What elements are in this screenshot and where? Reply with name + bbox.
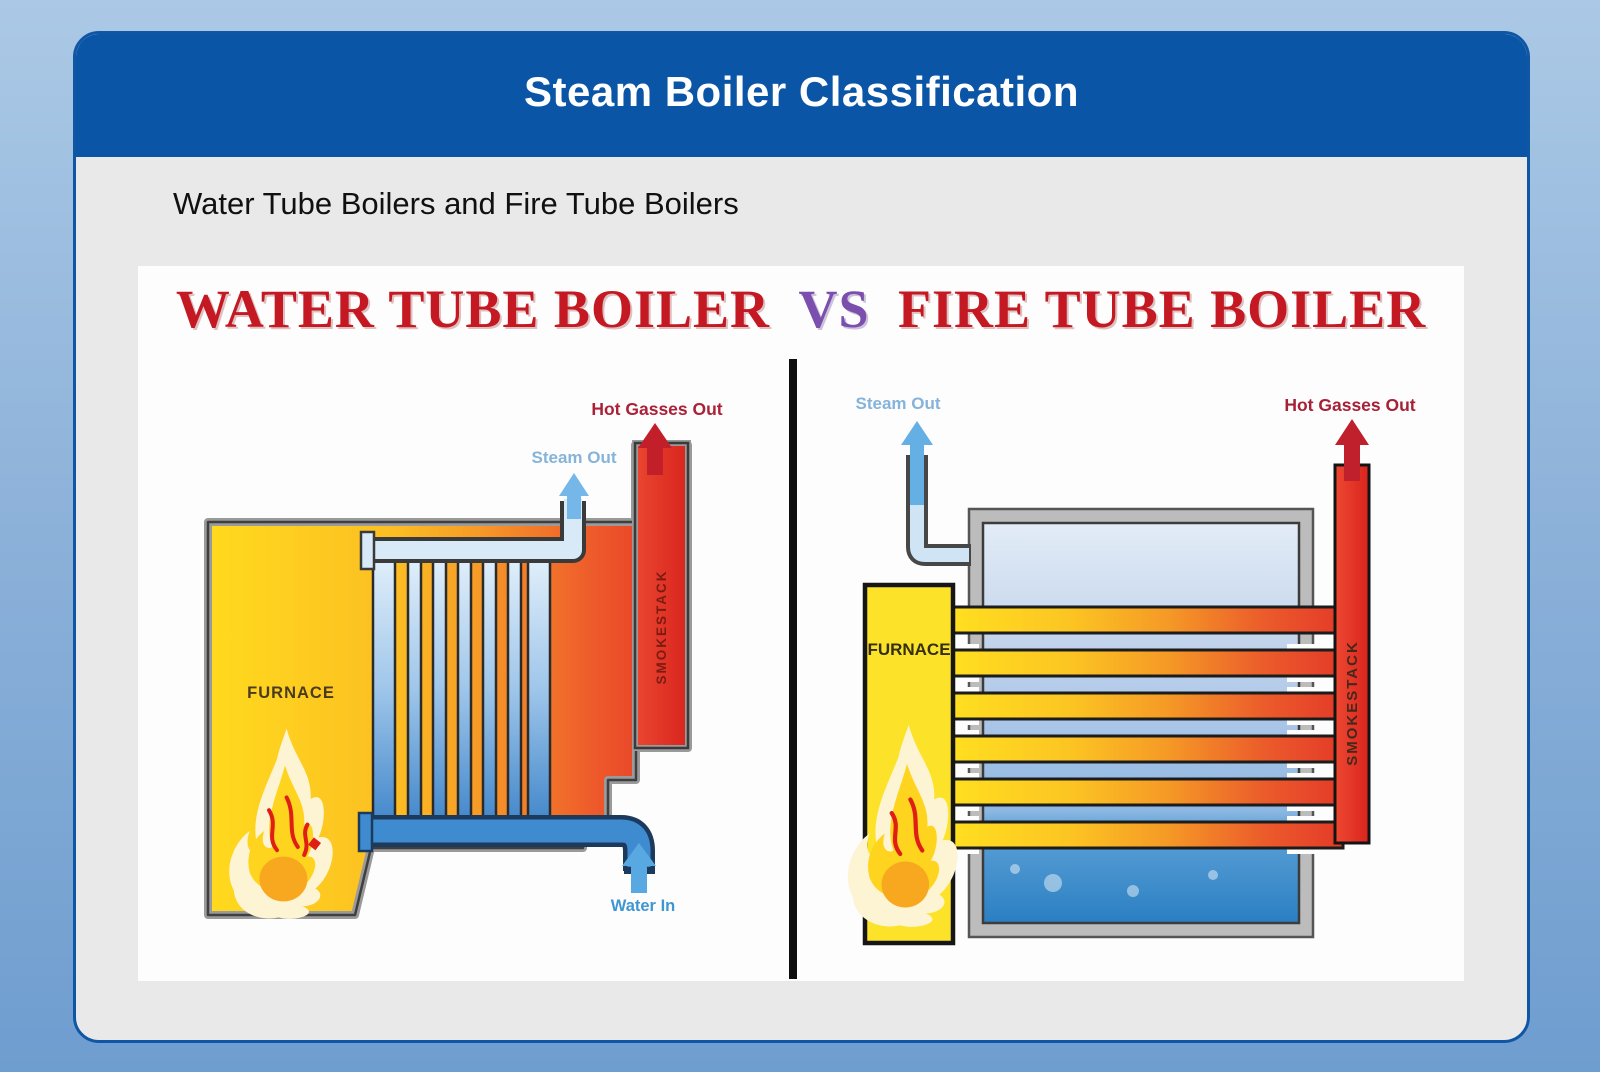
steam-out-label: Steam Out bbox=[855, 394, 940, 413]
water-tube-boiler-diagram: SMOKESTACK bbox=[204, 399, 723, 981]
smokestack-right: SMOKESTACK bbox=[1333, 463, 1371, 845]
smokestack-label: SMOKESTACK bbox=[654, 569, 669, 684]
hot-gasses-out-label: Hot Gasses Out bbox=[591, 399, 722, 419]
fire-tube-boiler-diagram: SMOKESTACK FURNACE Steam Out Hot Gass bbox=[783, 394, 1416, 946]
steam-outlet-pipe bbox=[906, 455, 971, 566]
subtitle: Water Tube Boilers and Fire Tube Boilers bbox=[173, 186, 739, 221]
steam-arrow-icon bbox=[559, 473, 589, 519]
slide-header: Steam Boiler Classification bbox=[76, 34, 1527, 157]
smokestack-left: SMOKESTACK bbox=[632, 440, 691, 751]
furnace: FURNACE bbox=[848, 582, 958, 946]
steam-arrow-icon bbox=[901, 421, 933, 505]
water-in-arrow-icon bbox=[622, 843, 656, 893]
figure-title: WATER TUBE BOILER VS FIRE TUBE BOILER bbox=[138, 278, 1464, 340]
figure-panel: WATER TUBE BOILER VS FIRE TUBE BOILER bbox=[138, 266, 1464, 981]
furnace-label: FURNACE bbox=[867, 640, 950, 659]
hot-gasses-arrow-icon bbox=[1335, 419, 1369, 481]
figure-divider bbox=[789, 359, 797, 979]
smokestack-label: SMOKESTACK bbox=[1344, 640, 1361, 766]
boiler-shell bbox=[967, 507, 1315, 939]
hot-gasses-out-label: Hot Gasses Out bbox=[1284, 395, 1415, 415]
steam-out-label: Steam Out bbox=[531, 448, 616, 467]
hot-gasses-arrow-icon bbox=[638, 423, 672, 475]
water-in-label: Water In bbox=[611, 897, 675, 915]
figure-title-vs: VS bbox=[798, 279, 870, 339]
slide-card: Steam Boiler Classification Water Tube B… bbox=[73, 31, 1530, 1043]
furnace-label: FURNACE bbox=[247, 684, 335, 702]
water-inlet-pipe bbox=[357, 811, 655, 874]
page-title: Steam Boiler Classification bbox=[523, 68, 1079, 115]
figure-title-left: WATER TUBE BOILER bbox=[175, 279, 770, 339]
figure-title-right: FIRE TUBE BOILER bbox=[898, 279, 1427, 339]
